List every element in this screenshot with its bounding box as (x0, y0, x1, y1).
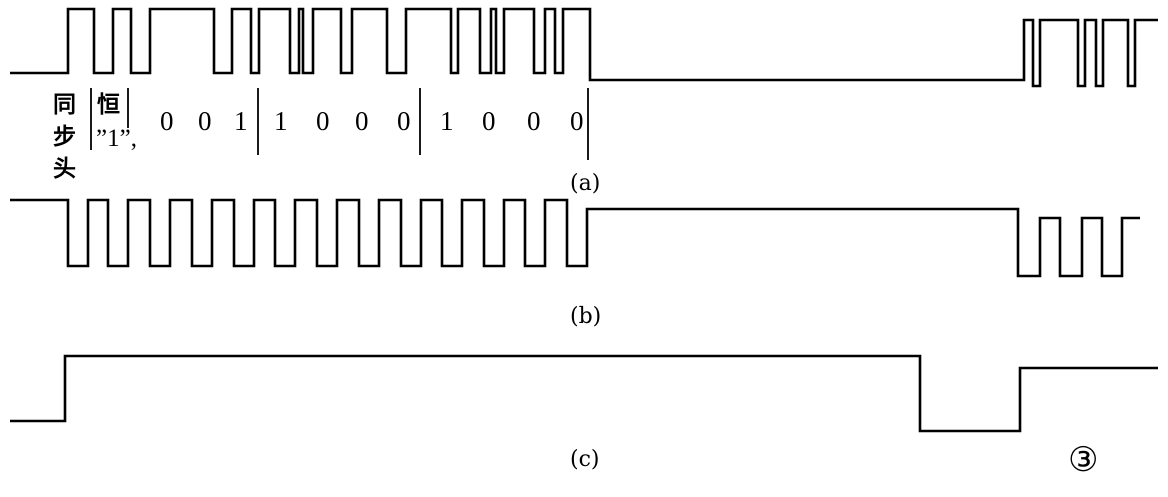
bit-3-3: 0 (527, 106, 541, 136)
bit-2-4: 0 (397, 106, 411, 136)
waveform-c (10, 354, 1158, 433)
constant-value: ”1”, (96, 125, 137, 152)
caption-a: (a) (570, 171, 600, 196)
caption-b: (b) (570, 304, 601, 329)
bit-1-1: 0 (160, 106, 174, 136)
bit-2-3: 0 (355, 106, 369, 136)
constant-label: 恒 (97, 92, 120, 118)
sync-header-char-1: 同 (53, 92, 76, 118)
bit-3-4: 0 (570, 106, 584, 136)
caption-c: (c) (570, 447, 600, 472)
bit-2-2: 0 (316, 106, 330, 136)
bit-3-2: 0 (482, 106, 496, 136)
bit-1-3: 1 (234, 106, 248, 136)
bit-1-2: 0 (198, 106, 212, 136)
sync-header-char-2: 步 (53, 124, 76, 150)
waveform-b (10, 198, 1140, 278)
bit-2-1: 1 (274, 106, 288, 136)
bit-3-1: 1 (440, 106, 454, 136)
waveform-a (10, 7, 1158, 88)
figure-number-mark: ③ (1068, 440, 1098, 480)
sync-header-char-3: 头 (53, 156, 76, 182)
